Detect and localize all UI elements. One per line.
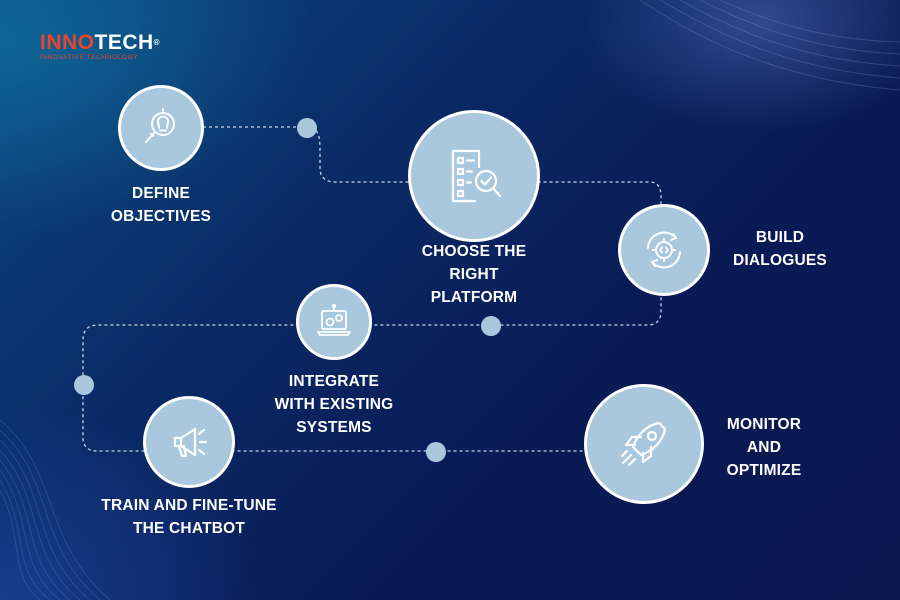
step-node-build-dialogues [618,204,710,296]
step-node-choose-platform [408,110,540,242]
megaphone-icon [173,427,208,458]
step-node-train-finetune [143,396,235,488]
lightbulb-magnifier-icon [145,108,175,143]
step-node-monitor-optimize [584,384,704,504]
rocket-icon [620,421,667,467]
laptop-gears-icon [317,303,351,336]
label-line: OBJECTIVES [110,208,212,225]
step-label-build-dialogues: BUILD DIALOGUES [730,226,830,272]
brand-logo: INNOTECH® INNOVATIVE TECHNOLOGY [40,32,160,62]
step-node-define-objectives [118,85,204,171]
label-line: BUILD [755,229,805,246]
step-label-integrate-systems: INTEGRATE WITH EXISTING SYSTEMS [266,370,402,439]
step-label-choose-platform: CHOOSE THE RIGHT PLATFORM [398,240,550,309]
connector-dot [297,118,317,138]
label-line: CHOOSE THE [421,243,527,260]
connector-dot [74,375,94,395]
label-line: INTEGRATE [288,373,380,390]
label-line: TRAIN AND FINE-TUNE [101,497,277,514]
logo-word-tech: TECH [94,31,154,54]
code-gear-cycle-icon [647,231,681,269]
step-node-integrate-systems [296,284,372,360]
connector-dot [426,442,446,462]
logo-trademark: ® [153,38,161,47]
logo-wordmark: INNOTECH® [40,32,160,54]
step-label-monitor-optimize: MONITOR AND OPTIMIZE [712,413,816,482]
logo-tagline: INNOVATIVE TECHNOLOGY [40,54,139,61]
label-line: RIGHT [449,266,499,283]
connector-dot [481,316,501,336]
step-label-train-finetune: TRAIN AND FINE-TUNE THE CHATBOT [80,494,298,540]
logo-word-inno: INNO [40,31,95,54]
label-line: MONITOR [726,416,802,433]
step-label-define-objectives: DEFINE OBJECTIVES [105,182,217,228]
label-line: PLATFORM [430,289,518,306]
label-line: AND [746,439,782,456]
label-line: WITH EXISTING [274,396,394,413]
label-line: DEFINE [131,185,191,202]
label-line: THE CHATBOT [132,520,246,537]
label-line: DIALOGUES [733,252,827,269]
label-line: SYSTEMS [296,419,372,436]
label-line: OPTIMIZE [726,462,802,479]
checklist-magnifier-icon [451,149,502,203]
